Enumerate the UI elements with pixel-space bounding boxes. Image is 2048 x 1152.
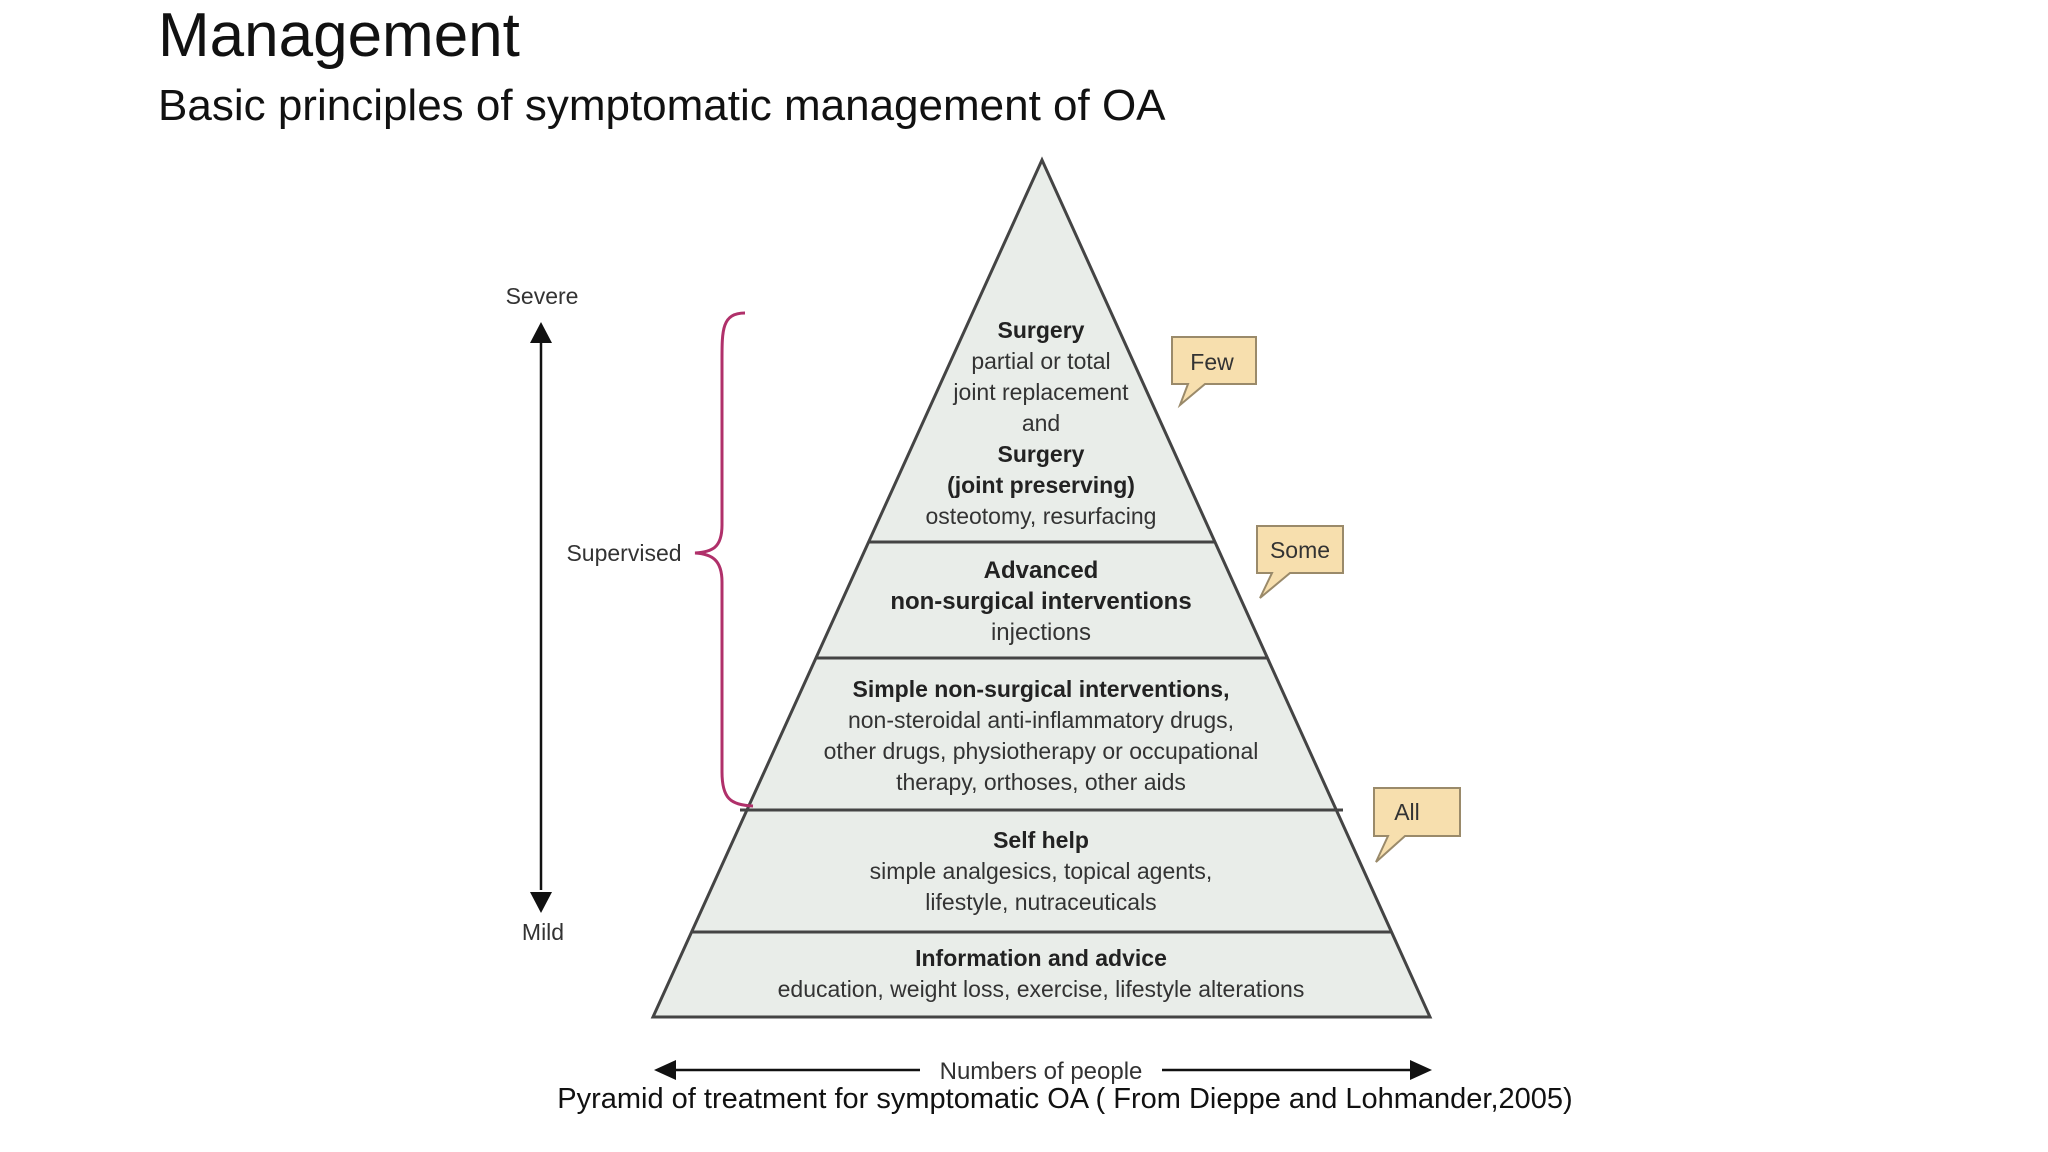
tier-self-help-line: lifestyle, nutraceuticals bbox=[925, 889, 1156, 915]
tier-information: Information and advice education, weight … bbox=[778, 945, 1305, 1002]
tier-surgery-line: joint replacement bbox=[952, 379, 1129, 405]
severe-label: Severe bbox=[506, 283, 579, 309]
tier-simple-line: Simple non-surgical interventions, bbox=[852, 676, 1229, 702]
supervised-bracket bbox=[694, 311, 754, 808]
callout-some: Some bbox=[1256, 525, 1344, 599]
severity-arrow-up bbox=[530, 322, 552, 343]
callout-all: All bbox=[1373, 787, 1461, 863]
mild-label: Mild bbox=[522, 919, 564, 945]
tier-advanced-line: Advanced bbox=[984, 557, 1099, 584]
tier-self-help-line: Self help bbox=[993, 827, 1089, 853]
figure-caption: Pyramid of treatment for symptomatic OA … bbox=[557, 1083, 1573, 1115]
supervised-label: Supervised bbox=[566, 540, 681, 566]
callout-few: Few bbox=[1171, 336, 1257, 409]
tier-information-line: Information and advice bbox=[915, 945, 1167, 971]
callout-few-label: Few bbox=[1190, 349, 1234, 375]
tier-advanced-line: non-surgical interventions bbox=[890, 588, 1191, 615]
tier-surgery-line: Surgery bbox=[998, 317, 1085, 343]
tier-surgery: Surgery partial or total joint replacement… bbox=[926, 317, 1157, 529]
people-arrow-right bbox=[1410, 1060, 1432, 1080]
slide-title: Management bbox=[158, 1, 520, 70]
tier-surgery-line: Surgery bbox=[998, 441, 1085, 467]
slide-subtitle: Basic principles of symptomatic manageme… bbox=[158, 81, 1166, 130]
tier-self-help-line: simple analgesics, topical agents, bbox=[870, 858, 1213, 884]
numbers-of-people-label: Numbers of people bbox=[940, 1058, 1143, 1085]
callout-all-label: All bbox=[1394, 799, 1420, 825]
tier-simple: Simple non-surgical interventions, non-st… bbox=[824, 676, 1259, 795]
pyramid-outline bbox=[650, 156, 1433, 1019]
tier-simple-line: therapy, orthoses, other aids bbox=[896, 769, 1186, 795]
tier-surgery-line: (joint preserving) bbox=[947, 472, 1135, 498]
severity-arrow-down bbox=[530, 892, 552, 913]
people-arrow-left bbox=[654, 1060, 676, 1080]
tier-advanced: Advanced non-surgical interventions inject… bbox=[890, 557, 1191, 646]
tier-simple-line: other drugs, physiotherapy or occupation… bbox=[824, 738, 1259, 764]
tier-advanced-line: injections bbox=[991, 619, 1091, 646]
tier-surgery-line: osteotomy, resurfacing bbox=[926, 503, 1157, 529]
tier-self-help: Self help simple analgesics, topical agen… bbox=[870, 827, 1213, 915]
tier-simple-line: non-steroidal anti-inflammatory drugs, bbox=[848, 707, 1234, 733]
tier-surgery-line: partial or total bbox=[971, 348, 1110, 374]
tier-information-line: education, weight loss, exercise, lifest… bbox=[778, 976, 1305, 1002]
tier-surgery-line: and bbox=[1022, 410, 1060, 436]
callout-some-label: Some bbox=[1270, 537, 1330, 563]
